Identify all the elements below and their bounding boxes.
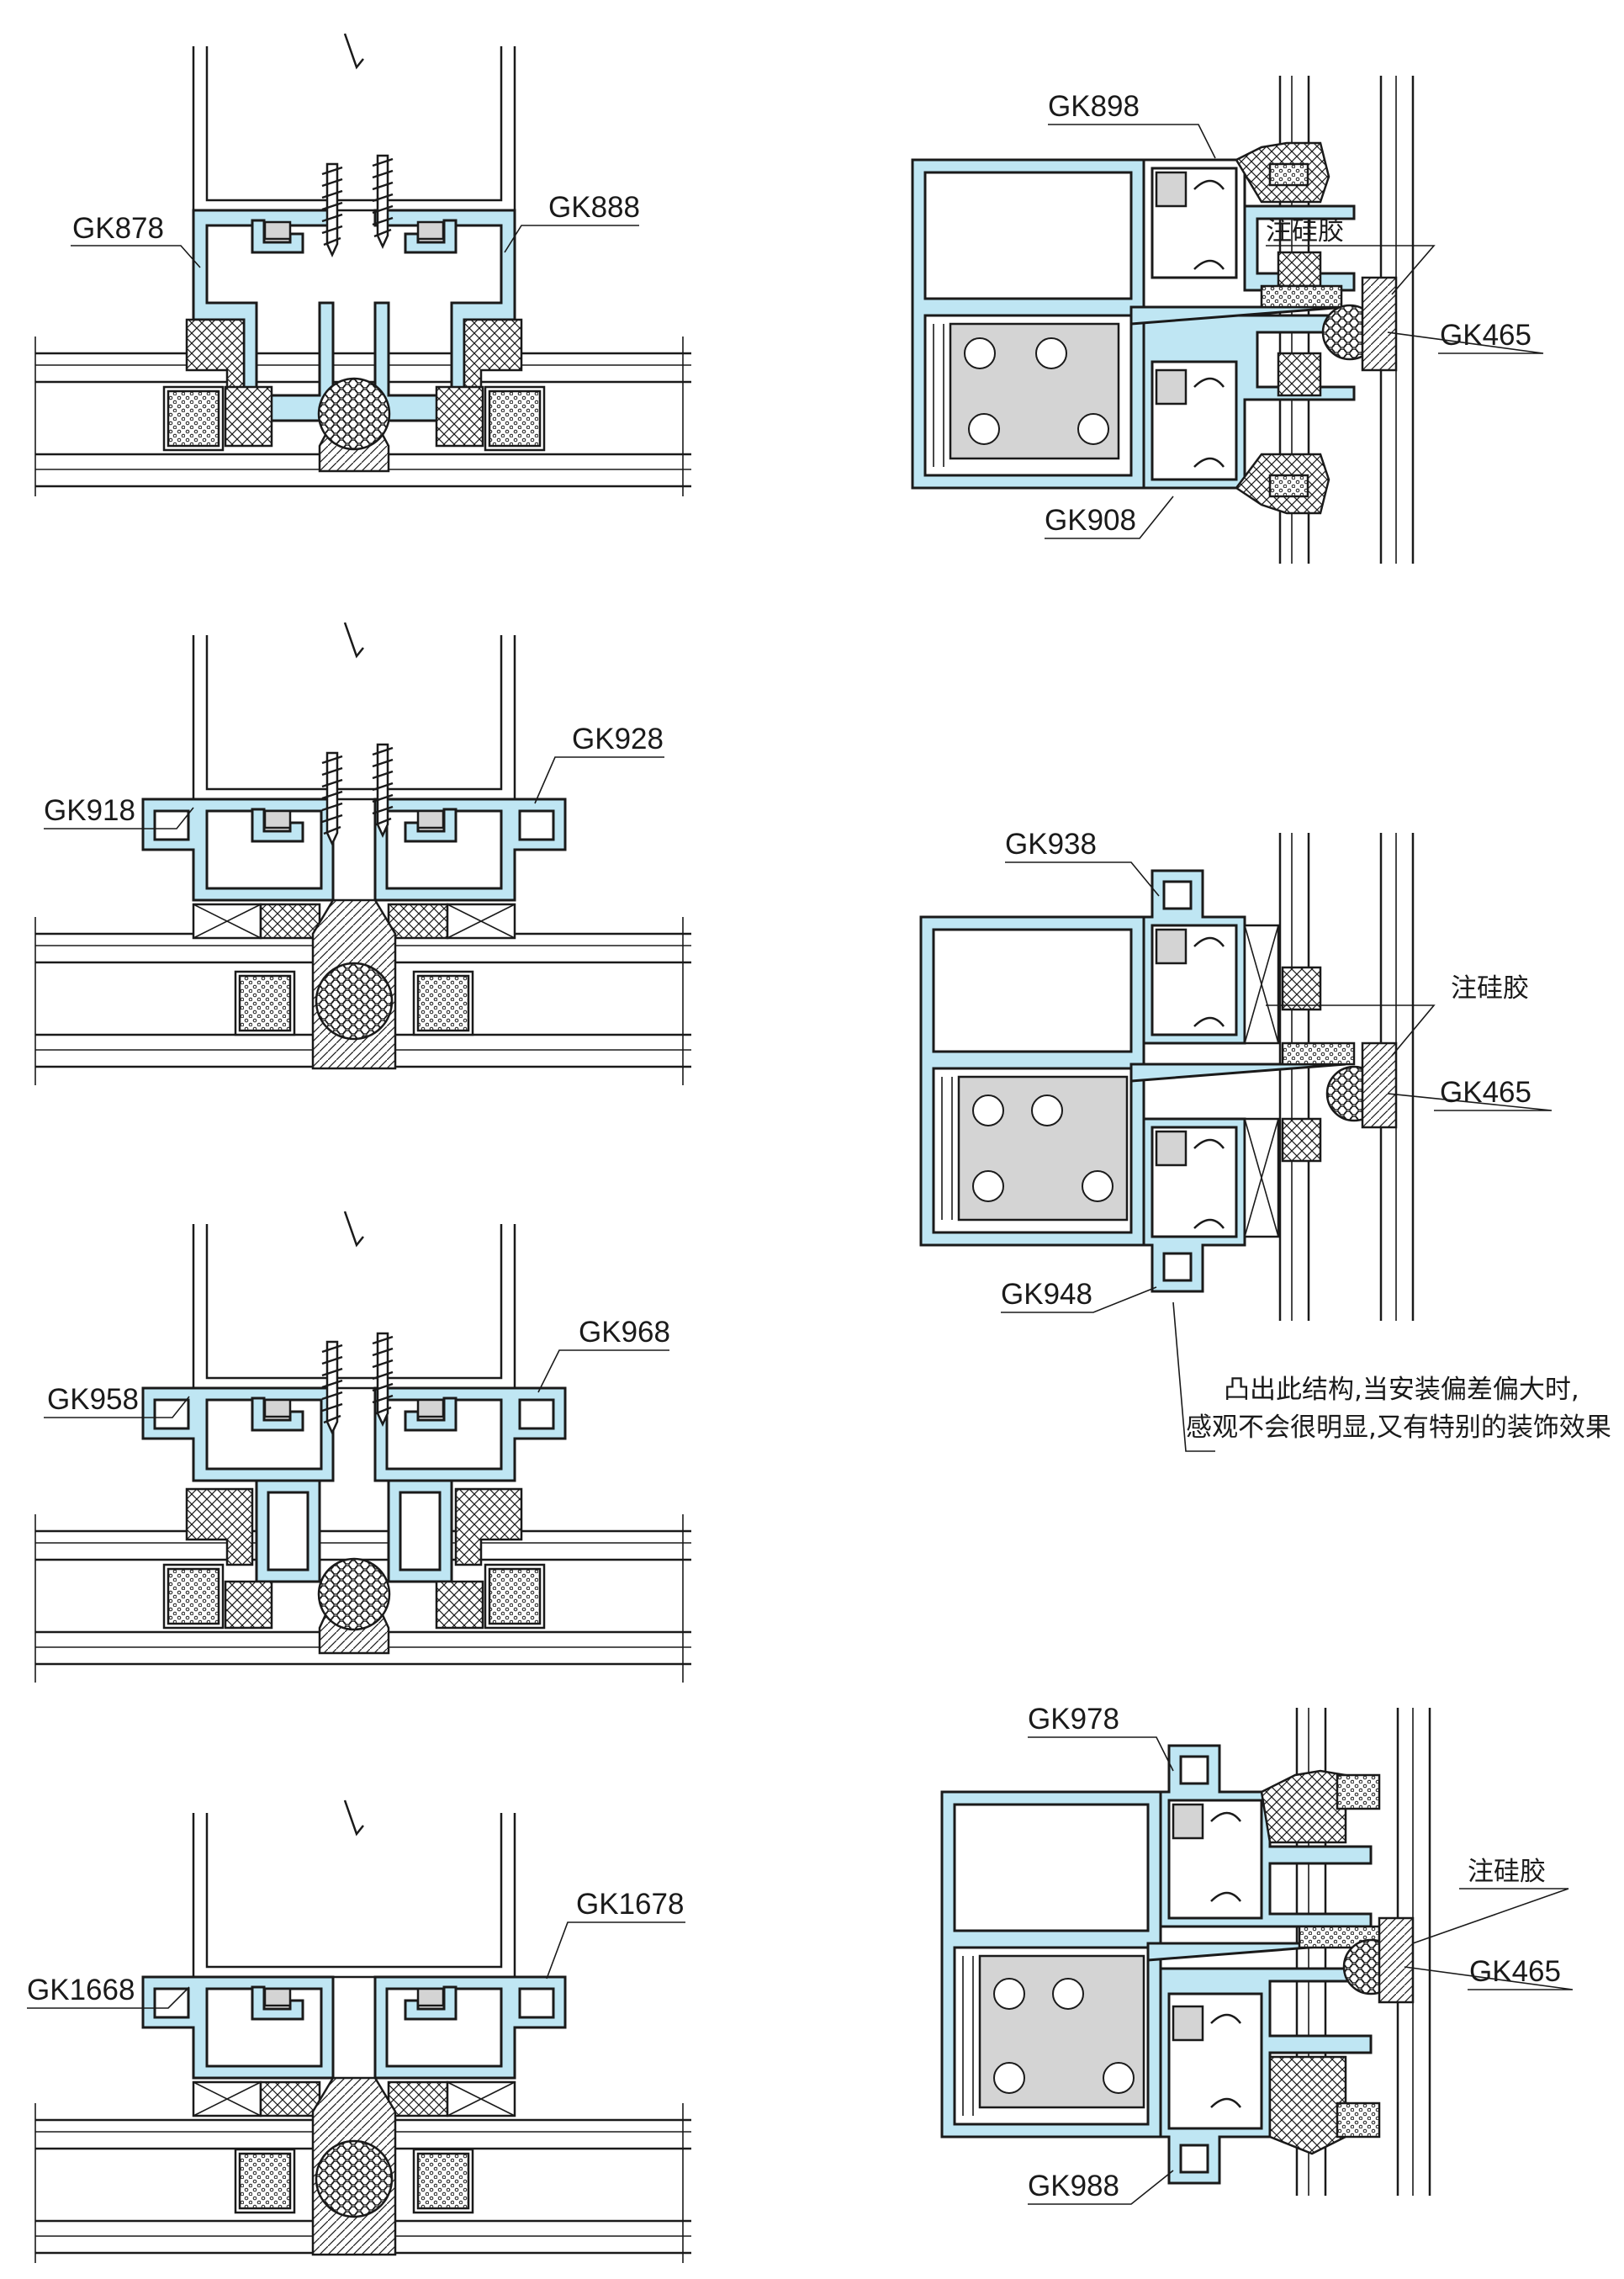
label-silicone-c: 注硅胶 (1468, 1857, 1546, 1887)
label-silicone-a: 注硅胶 (1266, 216, 1344, 246)
label-gk1678: GK1678 (576, 1888, 684, 1921)
label-silicone-b: 注硅胶 (1451, 973, 1529, 1004)
label-gk465-b: GK465 (1440, 1076, 1531, 1109)
detail-gk938-gk948 (919, 831, 1415, 1322)
detail-gk878-gk888 (34, 33, 693, 496)
detail-gk958-gk968 (34, 1211, 693, 1683)
design-note: 凸出此结构,当安装偏差偏大时, 感观不会很明显,又有特别的装饰效果 (1186, 1375, 1611, 1443)
label-gk938: GK938 (1005, 828, 1097, 861)
label-gk878: GK878 (72, 212, 164, 245)
label-gk888: GK888 (548, 191, 640, 224)
label-gk968: GK968 (579, 1316, 670, 1349)
label-gk918: GK918 (44, 794, 135, 827)
label-gk465-a: GK465 (1440, 319, 1531, 352)
label-gk948: GK948 (1001, 1278, 1092, 1311)
detail-gk1668-gk1678 (34, 1799, 693, 2263)
label-gk908: GK908 (1045, 504, 1136, 537)
label-gk988: GK988 (1028, 2170, 1119, 2202)
note-line-1: 凸出此结构,当安装偏差偏大时, (1224, 1375, 1579, 1405)
detail-gk898-gk908 (911, 74, 1415, 565)
note-line-2: 感观不会很明显,又有特别的装饰效果 (1186, 1412, 1611, 1443)
label-gk898: GK898 (1048, 90, 1140, 123)
part-labels: GK878 GK888 GK918 GK928 GK958 GK968 GK16… (27, 90, 1561, 2202)
label-gk978: GK978 (1028, 1703, 1119, 1736)
label-gk958: GK958 (47, 1383, 139, 1416)
label-gk928: GK928 (572, 723, 664, 755)
detail-gk918-gk928 (34, 622, 693, 1085)
label-gk465-c: GK465 (1469, 1955, 1561, 1988)
detail-gk978-gk988 (940, 1706, 1431, 2197)
label-gk1668: GK1668 (27, 1974, 135, 2006)
leader-lines (27, 124, 1574, 2205)
